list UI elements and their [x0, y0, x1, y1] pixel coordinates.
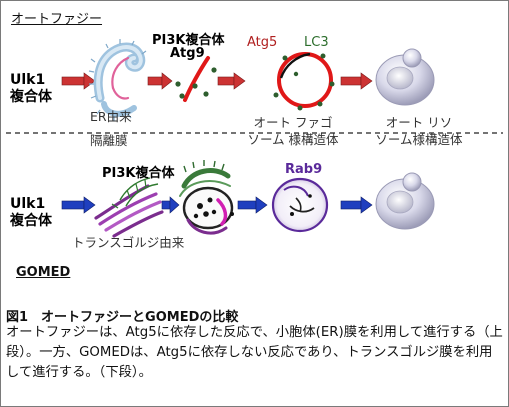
er-origin-label: ER由来: [90, 109, 132, 124]
top-ulk1-line2: 複合体: [10, 89, 52, 105]
top-ulk1-label: Ulk1 複合体: [10, 72, 52, 106]
section-title-gomed: GOMED: [16, 265, 71, 280]
autophagosome-line1: オート ファゴ: [253, 115, 333, 130]
blue-arrow-2: [161, 196, 180, 214]
caption-title: 図1 オートファジーとGOMEDの比較: [6, 310, 239, 325]
bottom-pi3k-label: PI3K複合体: [102, 166, 175, 181]
gomed-intermediate-shape: [179, 160, 234, 235]
autolysosome-shape: [375, 48, 435, 106]
autophagosome-line2: ソーム 様構造体: [247, 132, 339, 147]
red-arrow-2: [147, 72, 173, 90]
autolysosome-line2: ソーム様構造体: [375, 132, 463, 147]
blue-arrow-3: [237, 196, 268, 214]
red-arrow-1: [61, 72, 96, 90]
red-arrow-3: [217, 72, 246, 90]
blue-arrow-1: [61, 196, 96, 214]
lc3-label: LC3: [304, 35, 329, 50]
top-pi3k-label: PI3K複合体: [152, 33, 225, 48]
top-atg9-label: Atg9: [170, 46, 205, 61]
rab9-vesicle-shape: [271, 177, 329, 233]
bottom-ulk1-label: Ulk1 複合体: [10, 196, 52, 230]
golgi-origin-label: トランスゴルジ由来: [72, 235, 185, 250]
isolation-membrane-label: 隔離膜: [90, 133, 128, 148]
autophagosome-ring: [273, 52, 335, 111]
golgi-stack-shape: [94, 177, 164, 238]
red-arrow-4: [340, 72, 373, 90]
gomed-lysosome-shape: [375, 172, 435, 230]
isolation-membrane-fragment: [175, 56, 217, 102]
caption-body: オートファジーは、Atg5に依存した反応で、小胞体(ER)膜を利用して進行する（…: [6, 325, 503, 380]
top-ulk1-line1: Ulk1: [10, 72, 46, 88]
atg5-label: Atg5: [247, 35, 278, 50]
rab9-label: Rab9: [285, 162, 323, 177]
bottom-ulk1-line2: 複合体: [10, 213, 52, 229]
section-title-autophagy: オートファジー: [11, 12, 103, 27]
autolysosome-line1: オート リソ: [385, 115, 453, 130]
bottom-ulk1-line1: Ulk1: [10, 196, 46, 212]
autophagosome-label: オート ファゴ ソーム 様構造体: [234, 114, 352, 148]
autolysosome-label: オート リソ ソーム様構造体: [358, 114, 480, 148]
blue-arrow-4: [340, 196, 373, 214]
er-membrane-shape: [88, 39, 147, 121]
